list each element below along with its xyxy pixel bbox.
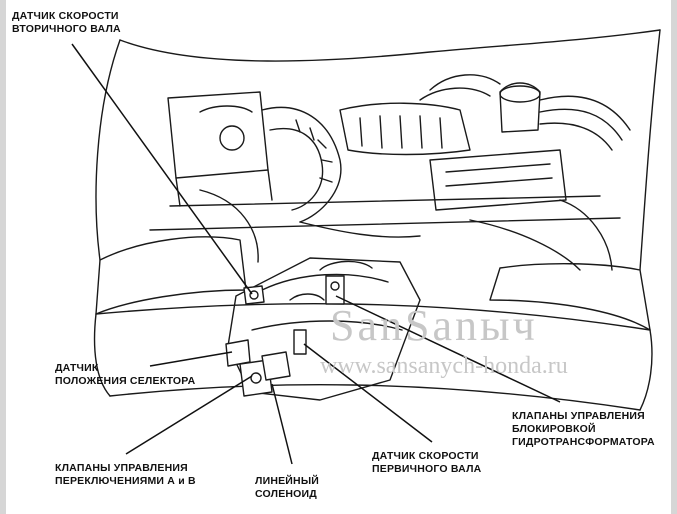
watermark-logo: SanSanыч bbox=[330, 301, 538, 350]
label-line: ГИДРОТРАНСФОРМАТОРА bbox=[512, 436, 655, 448]
distributor bbox=[499, 82, 541, 133]
label-line: КЛАПАНЫ УПРАВЛЕНИЯ bbox=[55, 462, 188, 474]
intake-manifold bbox=[339, 102, 471, 156]
intake-duct bbox=[261, 106, 342, 223]
label-shift-valves: КЛАПАНЫ УПРАВЛЕНИЯ ПЕРЕКЛЮЧЕНИЯМИ А и В bbox=[55, 462, 196, 488]
left-fender bbox=[95, 236, 247, 315]
label-line: КЛАПАНЫ УПРАВЛЕНИЯ bbox=[512, 410, 645, 422]
label-lockup-valves: КЛАПАНЫ УПРАВЛЕНИЯ БЛОКИРОВКОЙ ГИДРОТРАН… bbox=[512, 410, 655, 449]
watermark-url: www.sansanych-honda.ru bbox=[320, 353, 568, 379]
linear-solenoid bbox=[261, 351, 291, 381]
leader-input-shaft bbox=[303, 343, 433, 443]
valve-cover bbox=[429, 149, 567, 211]
label-line: ПОЛОЖЕНИЯ СЕЛЕКТОРА bbox=[55, 375, 196, 387]
label-output-shaft-sensor: ДАТЧИК СКОРОСТИ ВТОРИЧНОГО ВАЛА bbox=[12, 10, 121, 36]
label-input-shaft-sensor: ДАТЧИК СКОРОСТИ ПЕРВИЧНОГО ВАЛА bbox=[372, 450, 481, 476]
input-shaft-sensor bbox=[293, 329, 307, 355]
label-line: ВТОРИЧНОГО ВАЛА bbox=[12, 23, 121, 35]
right-fender bbox=[489, 263, 651, 331]
label-selector-position-sensor: ДАТЧИК ПОЛОЖЕНИЯ СЕЛЕКТОРА bbox=[55, 362, 195, 388]
label-line: ПЕРВИЧНОГО ВАЛА bbox=[372, 463, 482, 475]
leader-selector bbox=[149, 351, 233, 367]
front-bumper bbox=[95, 303, 651, 331]
hood-outline bbox=[119, 29, 661, 62]
label-linear-solenoid: ЛИНЕЙНЫЙ СОЛЕНОИД bbox=[255, 475, 319, 501]
leader-shift-valves bbox=[125, 375, 253, 455]
output-shaft-sensor bbox=[243, 285, 265, 305]
label-line: ДАТЧИК bbox=[55, 362, 99, 374]
label-line: БЛОКИРОВКОЙ bbox=[512, 423, 596, 435]
leader-lockup bbox=[335, 295, 561, 403]
label-line: ДАТЧИК СКОРОСТИ bbox=[12, 10, 119, 22]
label-line: ДАТЧИК СКОРОСТИ bbox=[372, 450, 479, 462]
label-line: СОЛЕНОИД bbox=[255, 488, 317, 500]
leader-linear-solenoid bbox=[271, 383, 293, 465]
label-line: ПЕРЕКЛЮЧЕНИЯМИ А и В bbox=[55, 475, 196, 487]
label-line: ЛИНЕЙНЫЙ bbox=[255, 475, 320, 487]
airbox bbox=[167, 91, 269, 179]
leader-output-shaft bbox=[71, 43, 253, 295]
